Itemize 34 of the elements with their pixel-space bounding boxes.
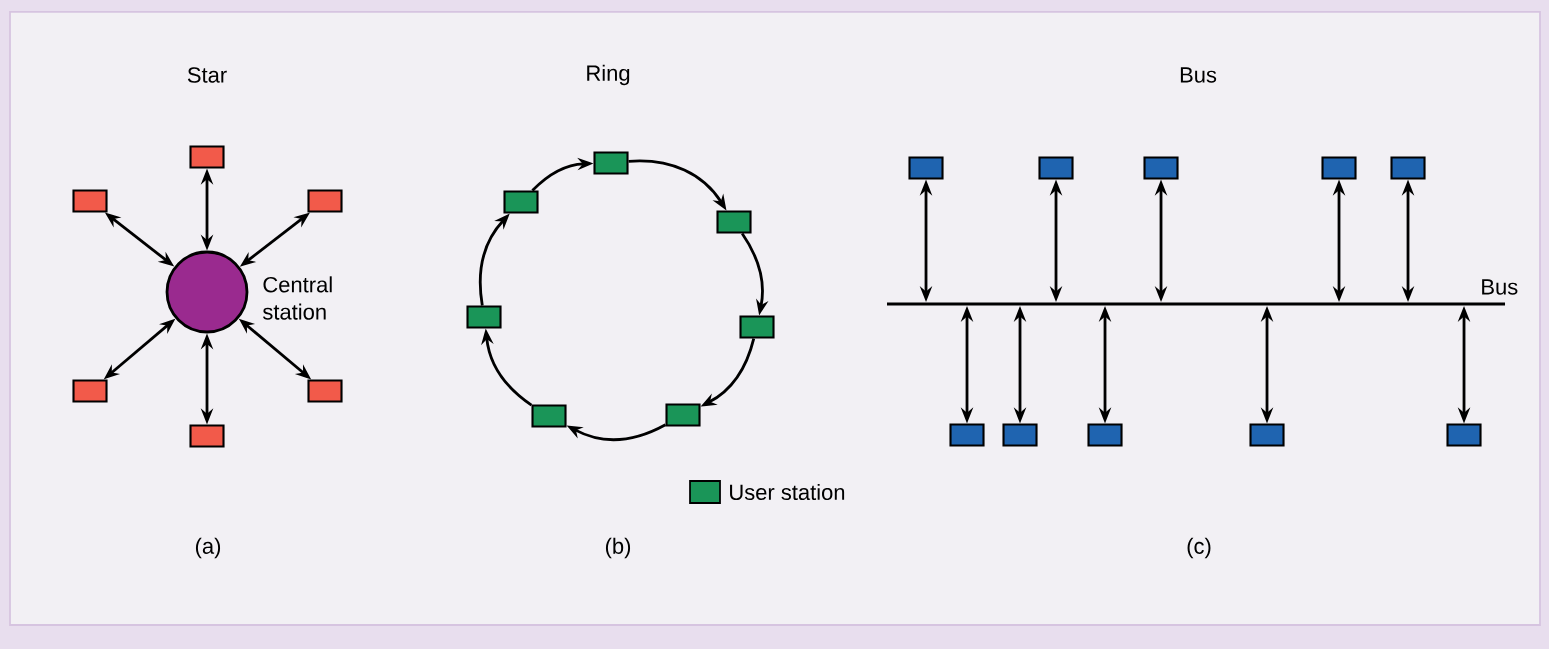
node-caption: Central station [262,276,332,320]
station-box [531,404,567,428]
bus-line [887,302,1505,306]
station-box [716,210,752,234]
station-box [189,424,225,448]
station-box [466,305,502,329]
panel-letter: (b) [605,537,631,559]
hub-circle [165,250,249,334]
panel-letter: (c) [1187,537,1211,559]
panel-title: Star [187,67,227,83]
station-box [307,189,343,213]
panel-title: Bus [1180,67,1217,83]
station-box [908,156,944,180]
station-box [593,151,629,175]
station-box [189,145,225,169]
station-box [307,379,343,403]
station-box [665,403,701,427]
station-box [1446,423,1482,447]
station-box [72,379,108,403]
station-box [1002,423,1038,447]
station-box [949,423,985,447]
panel-letter: (a) [195,537,221,559]
station-box [1143,156,1179,180]
station-box [1390,156,1426,180]
station-box [72,189,108,213]
station-box [1087,423,1123,447]
legend-label: User station [730,483,845,501]
station-box [1249,423,1285,447]
station-box [503,190,539,214]
station-box [739,315,775,339]
panel-title: Ring [587,64,630,86]
station-box [1038,156,1074,180]
node-caption: Bus [1482,279,1518,295]
station-box [1321,156,1357,180]
